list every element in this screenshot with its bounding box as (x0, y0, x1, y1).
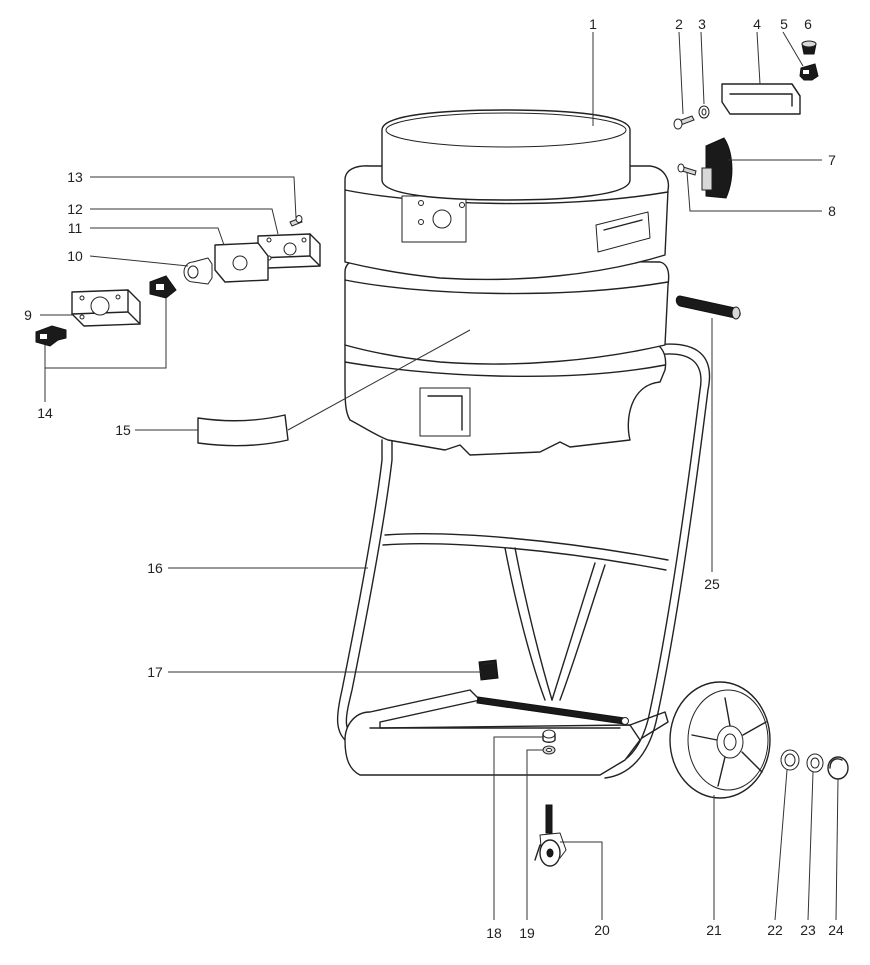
rear-wheel (669, 681, 771, 799)
callout-12: 12 (67, 201, 83, 217)
label-sticker (197, 414, 289, 447)
connector-14b (35, 325, 67, 347)
callout-21: 21 (706, 922, 722, 938)
cap-18 (542, 729, 556, 743)
tank (344, 109, 670, 456)
housing-9 (71, 289, 141, 327)
callout-2: 2 (675, 16, 683, 32)
bracket-4 (721, 83, 801, 115)
callout-6: 6 (804, 16, 812, 32)
callout-15: 15 (115, 422, 131, 438)
nut-3 (698, 105, 710, 119)
callout-16: 16 (147, 560, 163, 576)
callout-25: 25 (704, 576, 720, 592)
callout-10: 10 (67, 248, 83, 264)
hub-cap-24 (827, 756, 849, 780)
callout-8: 8 (828, 203, 836, 219)
callout-22: 22 (767, 922, 783, 938)
fitting-10 (183, 257, 213, 285)
clip-17 (478, 659, 499, 681)
handle-grip (675, 295, 741, 320)
callout-13: 13 (67, 169, 83, 185)
screw-8 (677, 163, 697, 176)
trolley-frame (336, 343, 711, 779)
clip-5 (799, 63, 819, 81)
screw-2 (673, 115, 695, 130)
connector-14a (149, 275, 177, 299)
axle (476, 696, 629, 725)
callout-14: 14 (37, 405, 53, 421)
callout-7: 7 (828, 152, 836, 168)
washer-23 (806, 753, 824, 773)
callout-24: 24 (828, 922, 844, 938)
callout-23: 23 (800, 922, 816, 938)
plug-6 (801, 40, 817, 55)
washer-19 (542, 745, 556, 755)
leader-lines (40, 31, 839, 921)
callout-18: 18 (486, 925, 502, 941)
latch-7 (701, 137, 733, 199)
callout-5: 5 (780, 16, 788, 32)
callout-20: 20 (594, 922, 610, 938)
callout-9: 9 (24, 307, 32, 323)
callout-3: 3 (698, 16, 706, 32)
callout-17: 17 (147, 664, 163, 680)
base-plate (344, 689, 669, 776)
callout-numbers: 1 2 3 4 5 6 7 8 9 10 11 12 13 14 15 16 1… (24, 16, 844, 941)
gasket-11 (214, 242, 269, 283)
screw-13 (289, 215, 303, 227)
washer-22 (780, 749, 800, 771)
callout-19: 19 (519, 925, 535, 941)
callout-1: 1 (589, 16, 597, 32)
caster-wheel (534, 804, 567, 867)
callout-11: 11 (68, 220, 83, 236)
callout-4: 4 (753, 16, 761, 32)
